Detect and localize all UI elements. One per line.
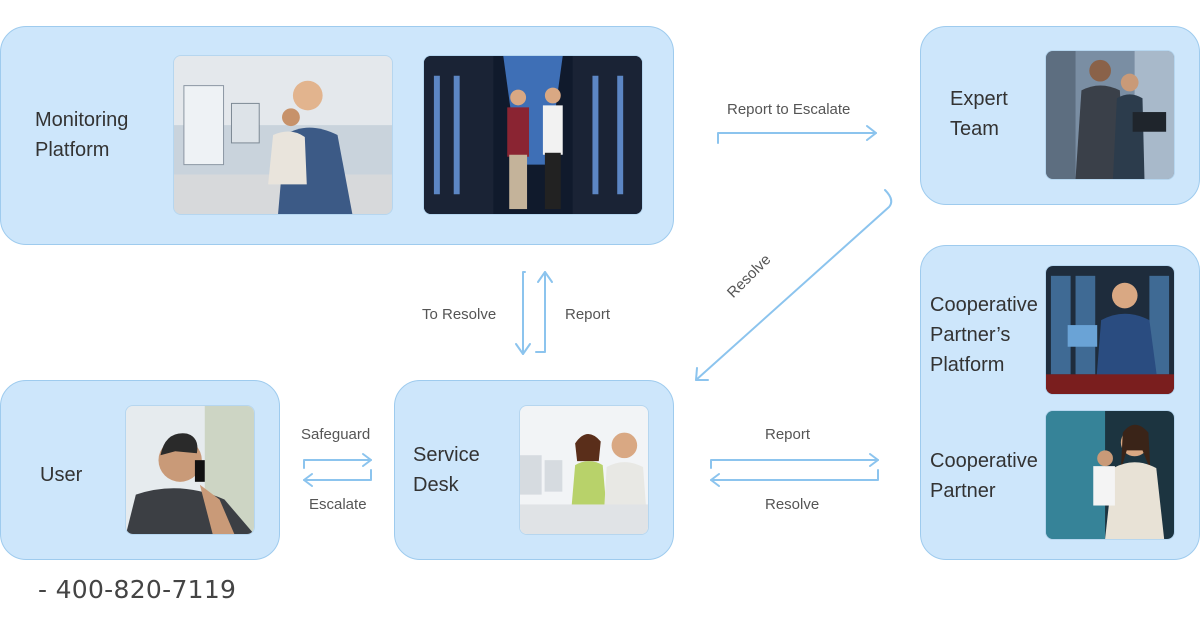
service-desk-photo bbox=[519, 405, 649, 535]
report-right-arrow bbox=[710, 459, 879, 469]
report-right-label: Report bbox=[765, 426, 811, 443]
phone-number: - 400-820-7119 bbox=[38, 575, 237, 604]
user-label: User bbox=[40, 464, 83, 486]
office-workers-photo bbox=[173, 55, 393, 215]
cooperative-partner-photo bbox=[1045, 410, 1175, 540]
expert-team-photo bbox=[1045, 50, 1175, 180]
report-to-escalate-label: Report to Escalate bbox=[727, 101, 851, 118]
partner-platform-photo bbox=[1045, 265, 1175, 395]
to-resolve-label: To Resolve bbox=[422, 306, 497, 323]
report-up-label: Report bbox=[565, 306, 611, 323]
escalate-arrow bbox=[303, 469, 372, 481]
datacenter-photo bbox=[423, 55, 643, 215]
safeguard-arrow bbox=[303, 459, 372, 469]
safeguard-label: Safeguard bbox=[301, 426, 371, 443]
service-desk-label: Service Desk bbox=[413, 444, 480, 496]
report-to-escalate-arrow bbox=[717, 132, 877, 144]
resolve-left-arrow bbox=[710, 469, 879, 481]
resolve-diagonal-arrow bbox=[695, 189, 893, 381]
report-up-arrow bbox=[535, 271, 546, 353]
cooperative-partner-label: Cooperative Partner bbox=[930, 450, 1038, 502]
user-phone-photo bbox=[125, 405, 255, 535]
monitoring-platform-label: Monitoring Platform bbox=[35, 109, 129, 161]
escalate-label: Escalate bbox=[309, 496, 367, 513]
cooperative-partner-platform-label: Cooperative Partner’s Platform bbox=[930, 294, 1038, 376]
to-resolve-arrow bbox=[522, 271, 526, 355]
expert-team-label: Expert Team bbox=[950, 88, 1008, 140]
resolve-left-label: Resolve bbox=[765, 496, 820, 513]
